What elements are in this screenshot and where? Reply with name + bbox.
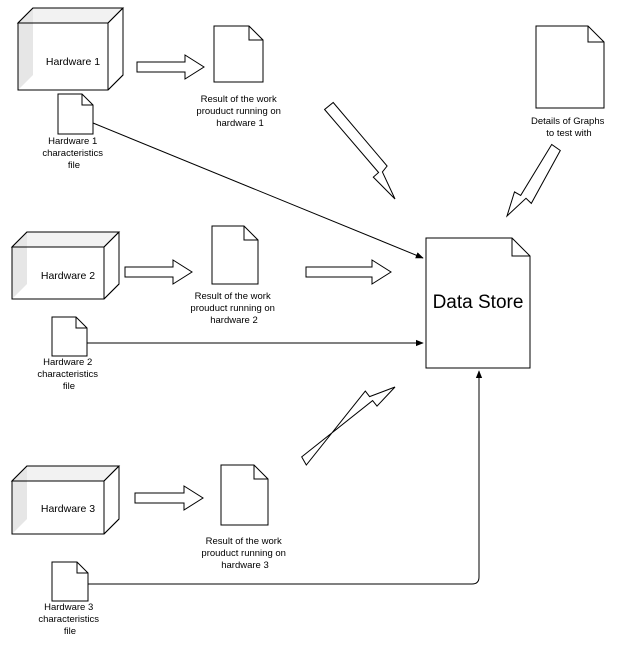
hardware-1-label: Hardware 1 [46, 56, 100, 68]
hardware-1-result-document [213, 25, 264, 83]
block-arrow-hw2-to-result [124, 259, 193, 285]
hardware-3-result-label: Result of the work prouduct running on h… [201, 536, 288, 571]
hardware-3-label: Hardware 3 [41, 503, 95, 515]
hardware-3-box: Hardware 3 [10, 465, 121, 535]
block-arrow-hw1-to-result [136, 54, 205, 80]
data-store-label: Data Store [433, 292, 524, 313]
hardware-1-box: Hardware 1 [16, 7, 125, 91]
hardware-1-characteristics-file-icon [57, 93, 94, 135]
hardware-2-characteristics-file-label: Hardware 2 characteristics file [37, 357, 100, 392]
hardware-1-result-label: Result of the work prouduct running on h… [196, 94, 283, 129]
hardware-2-characteristics-file-icon [51, 316, 88, 357]
graphs-details-label: Details of Graphs to test with [531, 116, 607, 139]
hardware-1-characteristics-file-label: Hardware 1 characteristics file [42, 136, 105, 171]
hardware-2-result-label: Result of the work prouduct running on h… [190, 291, 277, 326]
connector-hw1-file-to-datastore [92, 122, 424, 259]
block-arrow-result1-to-datastore [323, 101, 396, 200]
hardware-3-characteristics-file-icon [51, 561, 89, 602]
data-store-document: Data Store [425, 237, 531, 369]
hardware-2-label: Hardware 2 [41, 270, 95, 282]
graphs-details-document [535, 25, 605, 109]
block-arrow-hw3-to-result [134, 485, 204, 511]
hardware-3-result-document [220, 464, 269, 526]
block-arrow-graphs-to-datastore [505, 143, 561, 218]
block-arrow-result3-to-datastore [301, 386, 396, 466]
hardware-2-result-document [211, 225, 259, 285]
block-arrow-result2-to-datastore [305, 259, 392, 285]
hardware-2-box: Hardware 2 [10, 231, 121, 300]
hardware-3-characteristics-file-label: Hardware 3 characteristics file [38, 602, 101, 637]
connector-hw3-file-to-datastore [88, 370, 483, 585]
